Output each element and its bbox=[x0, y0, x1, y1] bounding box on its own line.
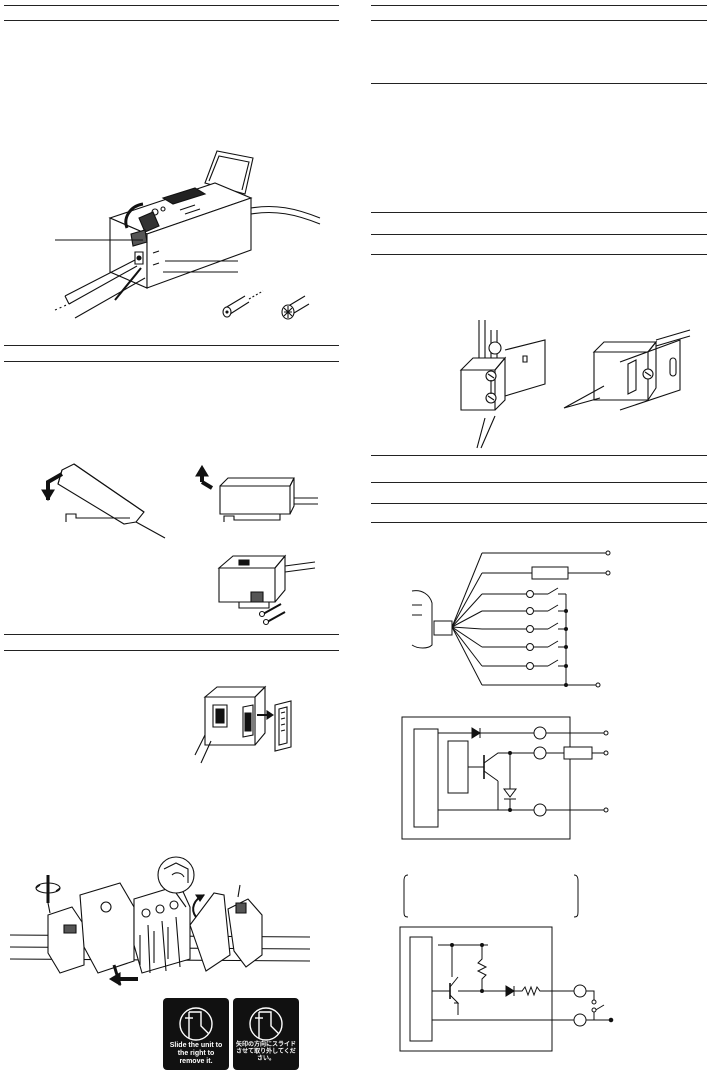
section-rule bbox=[4, 361, 339, 362]
section-rule bbox=[371, 212, 707, 213]
wiring-diagram bbox=[408, 545, 613, 690]
din-rail-clip-illustration bbox=[190, 468, 320, 530]
section-rule bbox=[371, 5, 707, 6]
warning-caption-en: Slide the unit to the right to remove it… bbox=[169, 1042, 223, 1065]
section-rule bbox=[4, 20, 339, 21]
fiber-amplifier-illustration bbox=[55, 148, 325, 323]
bracket-illustration bbox=[455, 320, 575, 455]
section-rule bbox=[371, 482, 707, 483]
circuit-schematic bbox=[400, 715, 615, 845]
mounting-screw-illustration bbox=[215, 548, 315, 626]
circuit-schematic bbox=[398, 925, 618, 1055]
connector-illustration bbox=[195, 685, 300, 765]
note-bracket bbox=[402, 873, 580, 919]
section-rule bbox=[4, 650, 339, 651]
section-rule bbox=[4, 5, 339, 6]
section-rule bbox=[371, 455, 707, 456]
section-rule bbox=[371, 20, 707, 21]
section-rule bbox=[371, 234, 707, 235]
section-rule bbox=[371, 522, 707, 523]
multi-unit-rail-illustration bbox=[10, 855, 310, 990]
section-rule bbox=[371, 83, 707, 84]
section-rule bbox=[4, 345, 339, 346]
warning-label-ja: 矢印の方向にスライドさせて取り外してください。 bbox=[233, 998, 299, 1070]
section-rule bbox=[371, 254, 707, 255]
section-rule bbox=[371, 503, 707, 504]
section-rule bbox=[4, 634, 339, 635]
bracket-illustration bbox=[560, 330, 700, 420]
warning-label-en: Slide the unit to the right to remove it… bbox=[163, 998, 229, 1070]
warning-caption-ja: 矢印の方向にスライドさせて取り外してください。 bbox=[235, 1042, 296, 1062]
din-rail-clip-illustration bbox=[40, 460, 170, 540]
